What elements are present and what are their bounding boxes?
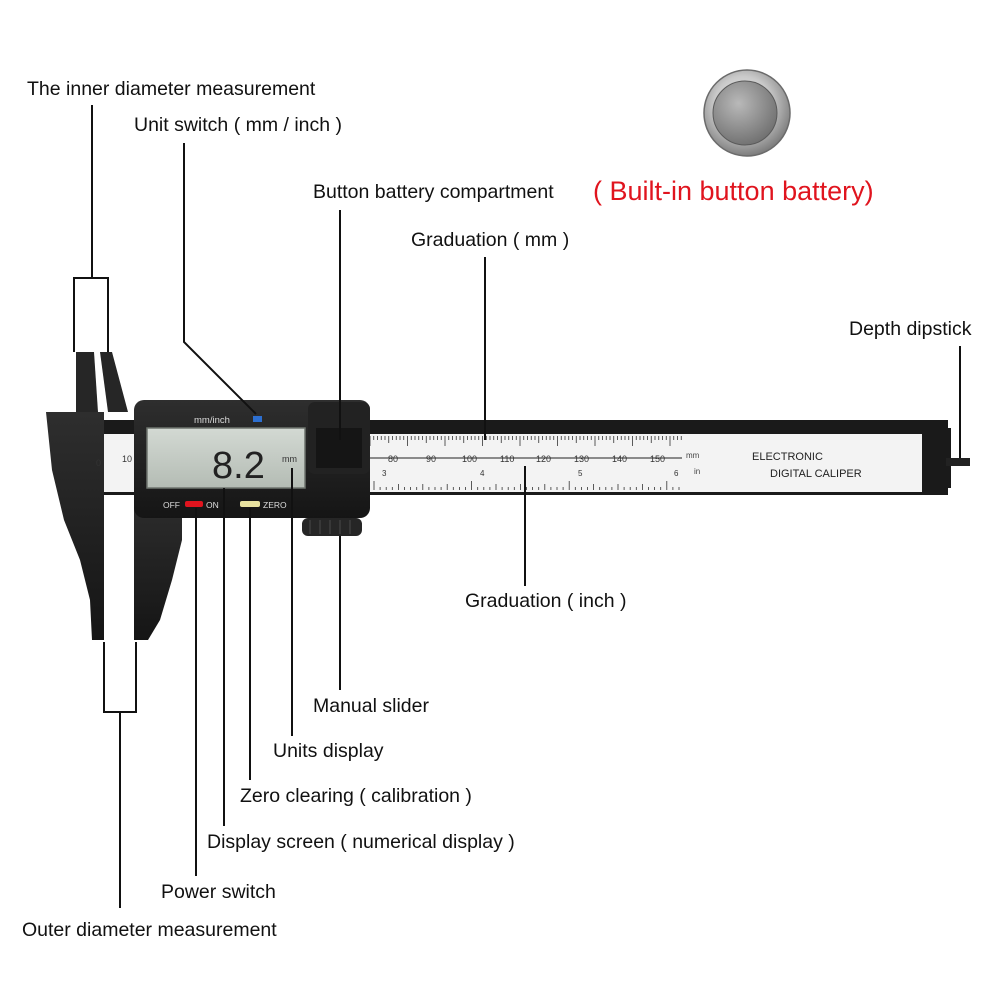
mm-number: 150 (650, 454, 665, 464)
zero-button (240, 501, 260, 507)
mm-number: 10 (122, 454, 132, 464)
sliding-jaw (100, 352, 182, 640)
scale-unit-in: in (694, 467, 700, 476)
outer-gap (104, 560, 134, 642)
off-label: OFF (163, 500, 180, 510)
mm-number: 130 (574, 454, 589, 464)
mm-scale-ticks (369, 436, 682, 446)
label-manual-slider: Manual slider (313, 695, 429, 717)
label-built-in-battery: ( Built-in button battery) (593, 176, 874, 206)
mm-number: 140 (612, 454, 627, 464)
label-outer-diameter: Outer diameter measurement (22, 919, 277, 941)
label-battery-compartment: Button battery compartment (313, 181, 554, 203)
label-power-switch: Power switch (161, 881, 276, 903)
inch-scale-ticks (373, 481, 680, 490)
mm-number: 90 (426, 454, 436, 464)
inner-gap (80, 278, 108, 352)
unit-switch-button (253, 416, 262, 422)
mm-number: 100 (462, 454, 477, 464)
thumb-roller (302, 518, 362, 536)
unit-switch-label: mm/inch (194, 415, 230, 426)
depth-dipstick-rod (946, 458, 970, 466)
lcd-screen (146, 427, 306, 489)
inch-number: 5 (578, 469, 583, 478)
label-depth-dipstick: Depth dipstick (849, 318, 972, 340)
bracket-inner-diameter (73, 277, 109, 352)
brand-line-1: ELECTRONIC (752, 451, 823, 463)
lcd-reading: 8.2 (212, 445, 265, 487)
label-units-display: Units display (273, 740, 384, 762)
power-switch-button (185, 501, 203, 507)
label-graduation-inch: Graduation ( inch ) (465, 590, 627, 612)
inch-number: 3 (382, 469, 387, 478)
fixed-jaw (46, 352, 104, 640)
brand-line-2: DIGITAL CALIPER (770, 468, 862, 480)
label-graduation-mm: Graduation ( mm ) (411, 229, 570, 251)
label-display-screen: Display screen ( numerical display ) (207, 831, 515, 853)
leader-lines (73, 105, 961, 908)
scale-unit-mm: mm (686, 451, 700, 460)
on-label: ON (206, 500, 219, 510)
leader-unit-switch (183, 143, 257, 415)
lcd-unit: mm (282, 454, 297, 464)
mm-number: 110 (500, 454, 514, 464)
mm-number: 0 (96, 458, 101, 468)
label-unit-switch: Unit switch ( mm / inch ) (134, 114, 343, 136)
label-inner-diameter: The inner diameter measurement (27, 78, 316, 100)
mm-number: 120 (536, 454, 551, 464)
inch-number: 4 (480, 469, 485, 478)
mm-number: 80 (388, 454, 398, 464)
label-zero-clearing: Zero clearing ( calibration ) (240, 785, 472, 807)
inch-number: 6 (674, 469, 679, 478)
bracket-outer-diameter (103, 642, 137, 713)
button-battery-image (703, 69, 791, 157)
zero-label: ZERO (263, 500, 287, 510)
